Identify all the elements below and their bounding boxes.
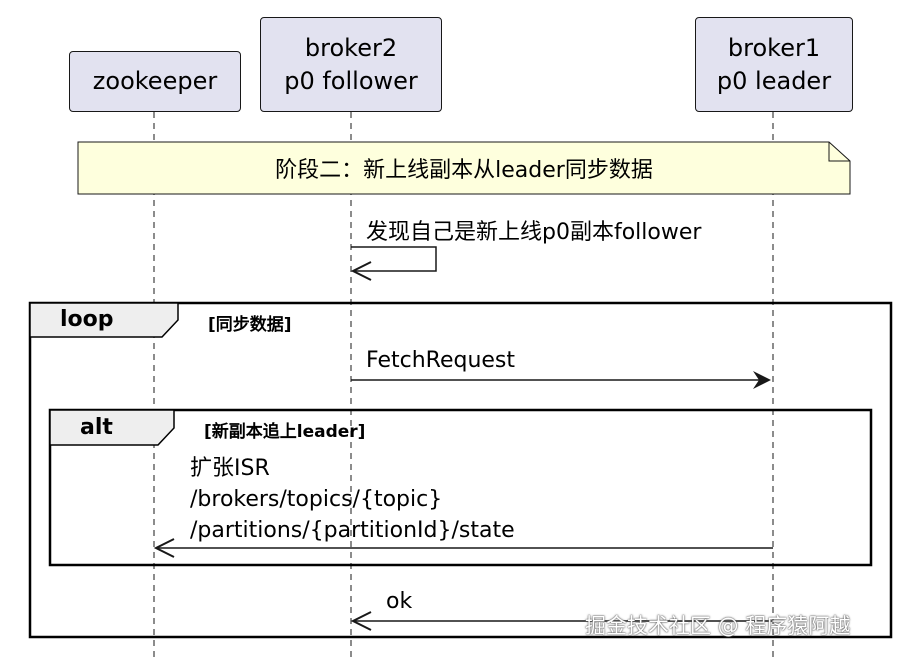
alt-condition: [新副本追上leader] xyxy=(204,422,366,442)
loop-condition: [同步数据] xyxy=(208,315,292,335)
loop-tab xyxy=(29,302,179,338)
participant-broker1-role: p0 leader xyxy=(716,66,832,95)
expand-isr-label-line2: /brokers/topics/{topic} xyxy=(190,487,443,512)
note-border xyxy=(77,141,851,195)
note-text: 阶段二：新上线副本从leader同步数据 xyxy=(275,158,653,183)
expand-isr-arrowhead xyxy=(153,538,175,558)
loop-frame xyxy=(28,301,893,639)
expand-isr-label-line3: /partitions/{partitionId}/state xyxy=(190,518,515,543)
participant-broker1-name: broker1 xyxy=(727,33,821,62)
loop-keyword: loop xyxy=(60,307,114,332)
alt-frame xyxy=(48,408,873,567)
self-message-arrowhead xyxy=(350,261,372,281)
participant-broker1: broker1 p0 leader xyxy=(695,17,853,112)
alt-keyword: alt xyxy=(80,415,113,440)
ok-arrowhead xyxy=(350,611,372,631)
participant-broker2-role: p0 follower xyxy=(284,66,418,95)
expand-isr-label-line1: 扩张ISR xyxy=(190,456,270,481)
fetch-request-label: FetchRequest xyxy=(366,348,516,373)
note-fold xyxy=(828,142,850,162)
self-message-arrow xyxy=(351,246,437,272)
participant-broker2-name: broker2 xyxy=(304,33,398,62)
fetch-request-arrowhead xyxy=(753,371,771,389)
participant-zookeeper-label: zookeeper xyxy=(92,67,218,95)
alt-tab xyxy=(49,409,175,446)
watermark: 掘金技术社区 @ 程序猿阿越 xyxy=(585,614,851,638)
ok-label: ok xyxy=(386,589,413,614)
self-message-label: 发现自己是新上线p0副本follower xyxy=(366,220,702,245)
participant-broker2: broker2 p0 follower xyxy=(260,17,442,112)
participant-zookeeper: zookeeper xyxy=(69,51,241,112)
